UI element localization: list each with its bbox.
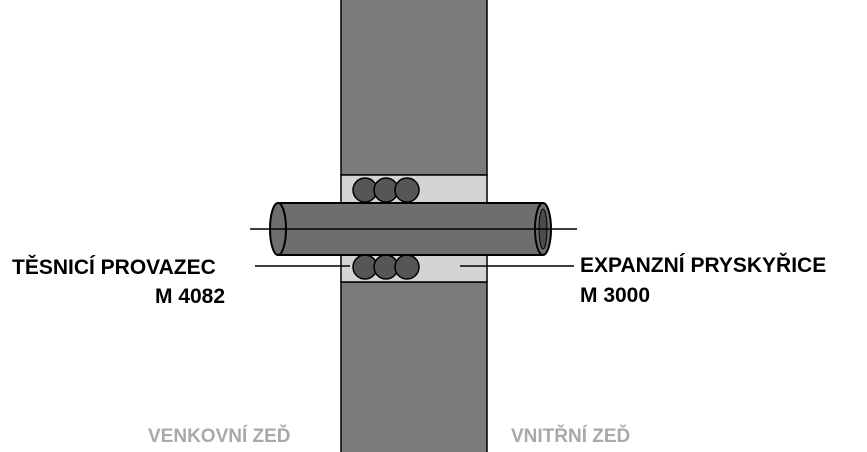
expansion-resin-code-label: M 3000 bbox=[580, 284, 651, 307]
wall-upper bbox=[340, 0, 488, 176]
sealing-cord-label: TĚSNICÍ PROVAZEC bbox=[12, 256, 216, 279]
pipe bbox=[250, 202, 577, 256]
sealing-cord-code-label: M 4082 bbox=[155, 285, 226, 308]
outer-wall-label: VENKOVNÍ ZEĎ bbox=[148, 426, 291, 447]
cord-ring bbox=[394, 254, 420, 280]
cord-ring bbox=[394, 177, 420, 203]
sealing-cord-upper bbox=[352, 177, 420, 203]
inner-wall-label: VNITŘNÍ ZEĎ bbox=[511, 426, 631, 447]
wall-lower bbox=[340, 281, 488, 452]
sealing-cord-lower bbox=[352, 254, 420, 280]
expansion-resin-label: EXPANZNÍ PRYSKYŘICE bbox=[580, 254, 827, 277]
